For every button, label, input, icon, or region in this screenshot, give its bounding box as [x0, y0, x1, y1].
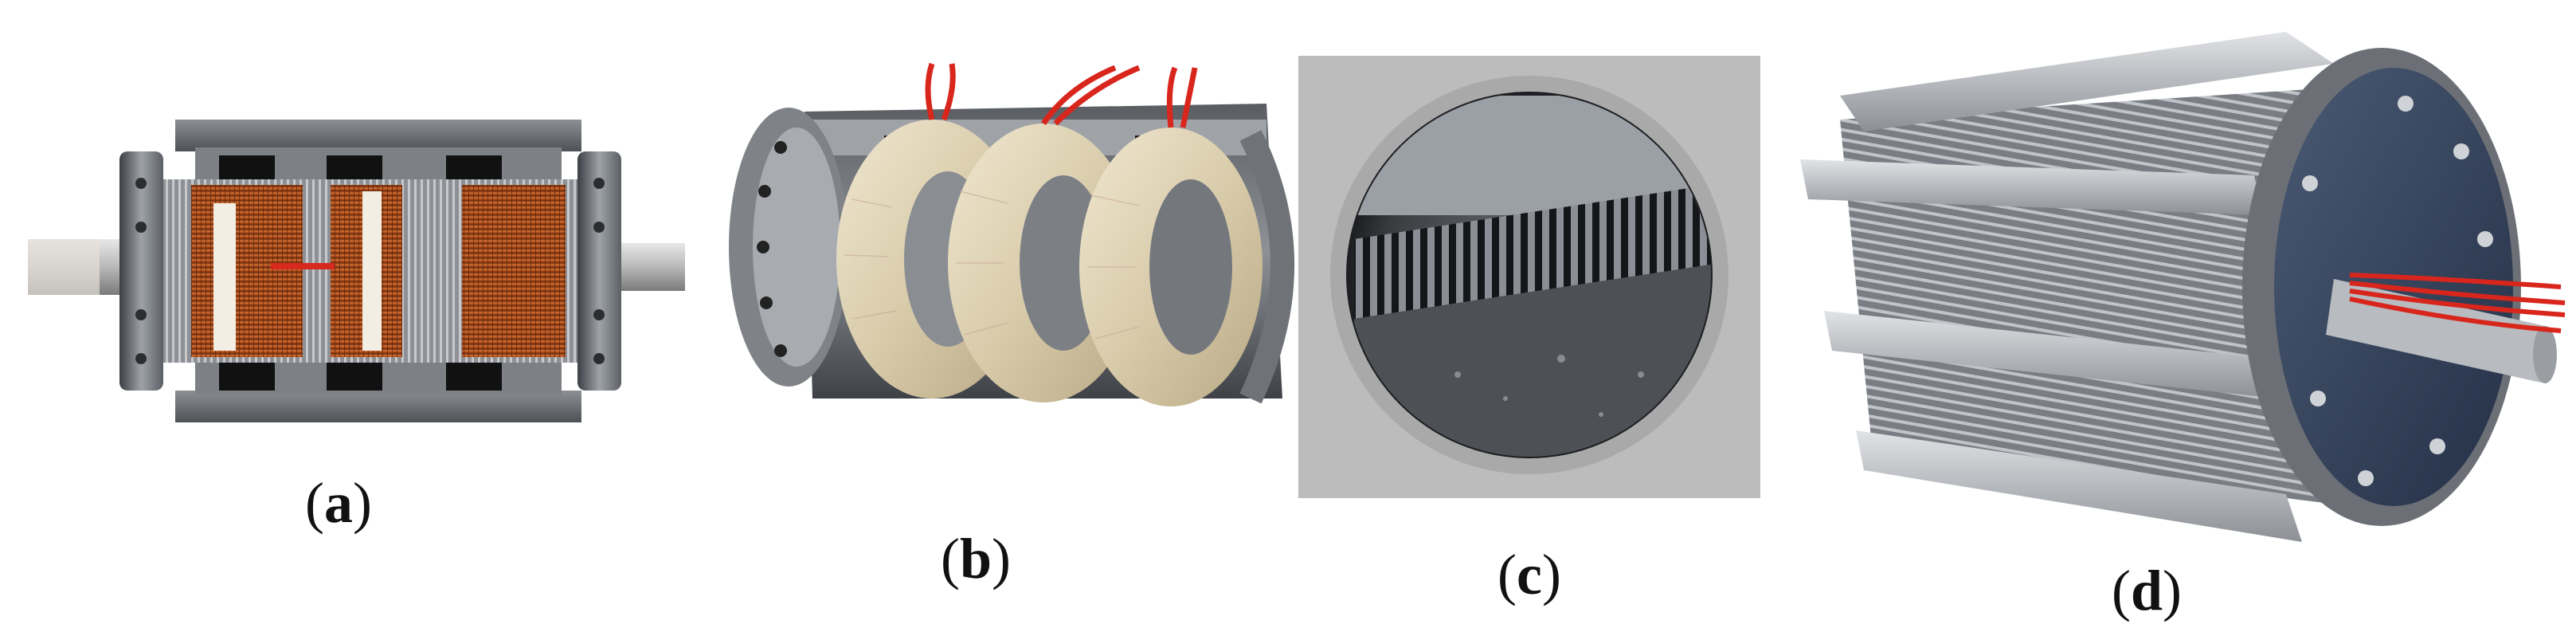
- photo-a-wound-stator: [28, 120, 685, 422]
- panel-b: (b): [693, 0, 1298, 640]
- caption-a: (a): [305, 471, 372, 535]
- caption-b: (b): [940, 527, 1011, 591]
- photo-b-toroidal-coils: [729, 62, 1294, 406]
- panel-a: (a): [0, 0, 693, 640]
- photo-d-assembled-machine: [1800, 32, 2566, 542]
- caption-d: (d): [2111, 559, 2182, 622]
- panel-d: (d): [1776, 0, 2576, 640]
- panel-c: (c): [1298, 0, 1776, 640]
- caption-c: (c): [1497, 543, 1561, 607]
- photo-c-bore-view: [1298, 56, 1760, 498]
